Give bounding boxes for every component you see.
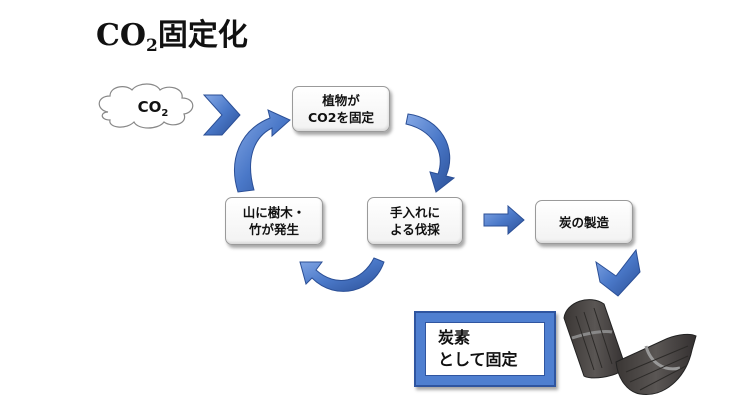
node-thinning: 手入れに よる伐採 (367, 197, 463, 245)
result-box: 炭素 として固定 (414, 311, 556, 387)
node-regrowth: 山に樹木・ 竹が発生 (225, 197, 323, 245)
cloud-label: CO2 (137, 98, 169, 119)
curved-arrow-regrowth-to-plant (234, 109, 291, 193)
node-regrowth-line1: 山に樹木・ (242, 205, 306, 220)
result-line1: 炭素 (438, 328, 471, 347)
result-inner: 炭素 として固定 (425, 322, 545, 376)
curved-arrow-thinning-to-regrowth (299, 257, 385, 292)
chevron-right-arrow (202, 94, 241, 136)
curved-arrow-plant-to-thinning (405, 113, 456, 193)
node-plant-fix-line1: 植物が (322, 93, 360, 108)
node-thinning-line1: 手入れに (389, 205, 440, 220)
node-charcoal-production: 炭の製造 (535, 200, 633, 244)
arrow-right-to-charcoal (483, 204, 525, 236)
node-regrowth-line2: 竹が発生 (248, 222, 299, 237)
charcoal-piece-2 (615, 333, 697, 395)
page-title: CO2固定化 (96, 18, 248, 56)
node-charcoal-line1: 炭の製造 (558, 214, 609, 230)
result-line2: として固定 (438, 350, 518, 369)
cloud-shape (98, 83, 194, 129)
node-plant-fix: 植物が CO2を固定 (292, 86, 390, 132)
chevron-down-arrow (595, 248, 641, 297)
node-plant-fix-line2: CO2を固定 (308, 110, 374, 125)
node-thinning-line2: よる伐採 (390, 222, 440, 237)
